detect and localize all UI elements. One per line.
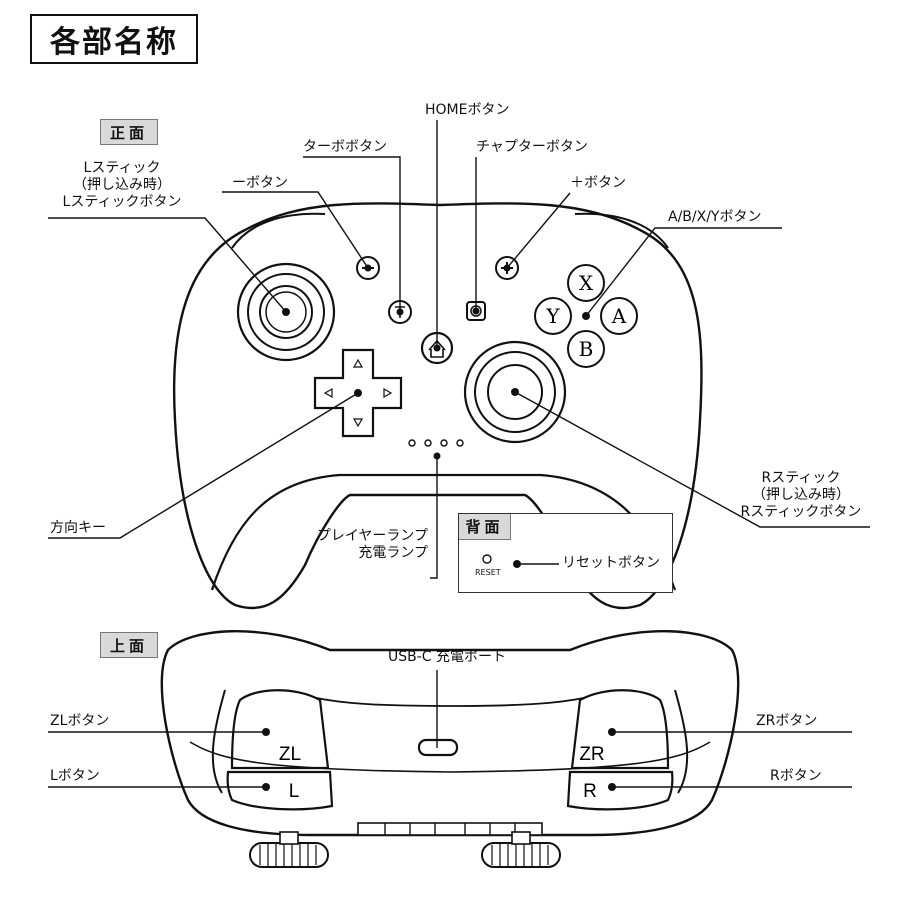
zr-button[interactable] — [570, 689, 670, 770]
zl-glyph: ZL — [279, 744, 301, 765]
abxy-buttons-label: A/B/X/Yボタン — [668, 209, 762, 225]
section-tag-front: 正面 — [100, 119, 158, 145]
front-right-shoulder-line — [574, 212, 669, 249]
l-button[interactable] — [226, 770, 334, 811]
dpad-arrow-icons — [323, 358, 393, 428]
page-title: 各部名称 — [30, 14, 198, 64]
zr-glyph: ZR — [579, 744, 604, 765]
turbo-button-label: ターボボタン — [303, 139, 387, 155]
front-leader-lines — [48, 120, 870, 579]
section-tag-top: 上面 — [100, 632, 158, 658]
minus-button-label: ーボタン — [232, 175, 288, 191]
reset-hole-icon[interactable] — [482, 554, 492, 564]
front-left-shoulder-line — [231, 212, 326, 249]
top-leader-lines — [48, 670, 852, 788]
reset-graphic — [482, 554, 559, 568]
l-button-label: Lボタン — [50, 768, 100, 784]
rear-panel: 背面 RESET リセットボタン — [458, 513, 673, 593]
plus-button-label: ＋ボタン — [570, 175, 626, 191]
section-tag-back: 背面 — [459, 514, 511, 540]
l-stick-label: Lスティック （押し込み時） Lスティックボタン — [62, 160, 182, 210]
r-button[interactable] — [566, 770, 674, 811]
b-button-glyph: B — [579, 337, 594, 361]
x-button-glyph: X — [579, 271, 594, 295]
usb-port-label: USB-C 充電ポート — [388, 649, 507, 665]
capture-button-label: チャプターボタン — [476, 139, 588, 155]
r-button-label: Rボタン — [770, 768, 822, 784]
a-button-glyph: A — [611, 304, 627, 328]
reset-small-label: RESET — [475, 568, 501, 577]
zr-button-label: ZRボタン — [756, 713, 818, 729]
player-lamps — [408, 439, 464, 447]
usb-c-port[interactable] — [417, 738, 459, 757]
top-leader-dots — [262, 728, 616, 791]
r-glyph: R — [583, 781, 597, 802]
r-stick-label: Rスティック （押し込み時） Rスティックボタン — [740, 470, 862, 520]
top-shoulder-seam — [189, 741, 711, 773]
player-lamp-label: プレイヤーランプ 充電ランプ — [316, 528, 428, 561]
face-buttons[interactable] — [534, 264, 638, 368]
dpad-label: 方向キー — [50, 520, 106, 536]
y-button-glyph: Y — [545, 304, 560, 328]
reset-button-label: リセットボタン — [562, 555, 660, 571]
home-button-label: HOMEボタン — [425, 102, 510, 118]
front-leader-dots — [282, 264, 590, 460]
l-glyph: L — [289, 781, 300, 802]
zl-button-label: ZLボタン — [50, 713, 110, 729]
zl-button[interactable] — [230, 689, 330, 770]
